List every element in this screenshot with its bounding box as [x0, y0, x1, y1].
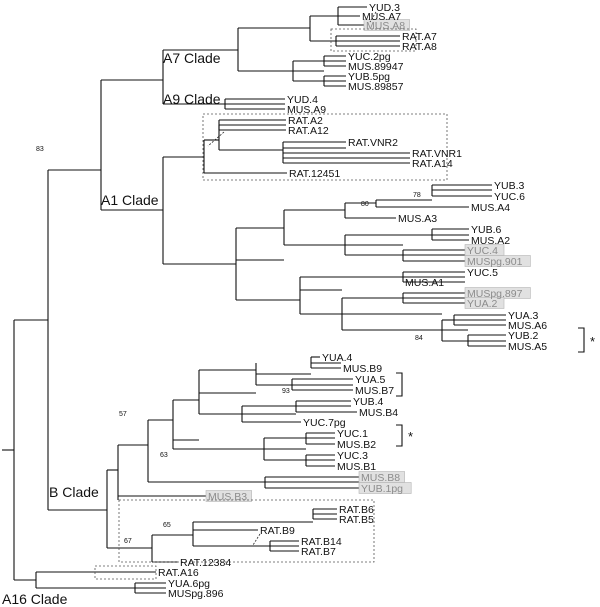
leaf-label: MUS.A1 [405, 277, 444, 289]
leaf-label: RAT.A14 [412, 158, 453, 170]
leaf-label: YUA.4 [322, 352, 353, 364]
leaf-highlight [464, 255, 531, 267]
shaded-highlights [205, 19, 531, 502]
bootstrap-value: 80 [361, 201, 369, 208]
bracket-mus-b2 [396, 424, 403, 447]
arrow-rat-a2 [207, 131, 225, 147]
clade-label-a1: A1 Clade [101, 192, 159, 208]
clade-label-a7: A7 Clade [163, 50, 221, 66]
leaf-label: MUS.B2 [337, 439, 376, 451]
leaf-label: MUSpg.901 [467, 256, 523, 268]
asterisk-marker-2: * [408, 429, 413, 444]
leaf-highlight [363, 19, 410, 31]
leaf-label: RAT.VNR2 [348, 137, 398, 149]
leaf-label: MUS.B8 [361, 472, 400, 484]
leaf-label: YUC.7pg [303, 417, 346, 429]
leaf-label: MUS.A8 [366, 20, 405, 32]
tree-branches [2, 6, 506, 594]
clade-label-b: B Clade [49, 484, 99, 500]
leaf-label: RAT.12451 [289, 168, 340, 180]
leaf-label: YUA.2 [467, 298, 498, 310]
bootstrap-value: 63 [160, 452, 168, 459]
bracket-mus-b7 [396, 372, 403, 397]
leaf-label: RAT.B9 [260, 525, 295, 537]
leaf-label: RAT.A16 [158, 567, 199, 579]
leaf-label: MUS.B4 [359, 407, 398, 419]
bootstrap-value: 83 [36, 146, 44, 153]
leaf-label: YUC.5 [467, 267, 498, 279]
leaf-highlight [358, 482, 412, 494]
leaf-label: RAT.VNR1 [412, 148, 462, 160]
leaf-label: MUS.A3 [398, 213, 437, 225]
leaf-label: RAT.A12 [288, 125, 329, 137]
bootstrap-value: 67 [124, 538, 132, 545]
leaf-label: RAT.12384 [180, 557, 231, 569]
leaf-label: RAT.A2 [288, 115, 323, 127]
asterisk-marker-1: * [590, 334, 595, 349]
leaf-label: MUS.89947 [348, 61, 404, 73]
leaf-label: MUS.B7 [355, 385, 394, 397]
leaf-label: RAT.B6 [339, 504, 374, 516]
leaf-labels: YUD.3MUS.A7MUS.A8RAT.A7RAT.A8YUC.2pgMUS.… [158, 2, 547, 600]
leaf-label: YUC.4 [467, 245, 498, 257]
leaf-label: YUC.3 [337, 450, 368, 462]
bootstrap-value: 57 [119, 411, 127, 418]
bootstrap-value: 93 [282, 388, 290, 395]
leaf-label: YUB.4 [353, 396, 384, 408]
leaf-label: MUS.B3 [208, 491, 247, 503]
leaf-label: MUS.A6 [508, 320, 547, 332]
clade-label-a16: A16 Clade [2, 591, 68, 607]
leaf-label: YUB.6 [471, 224, 502, 236]
bootstrap-value: 78 [413, 192, 421, 199]
bracket-mus-a5 [578, 327, 585, 353]
leaf-label: MUS.A7 [362, 11, 401, 23]
leaf-label: MUS.A2 [471, 235, 510, 247]
arrow-rat-b14 [252, 533, 261, 546]
leaf-label: YUD.3 [369, 2, 400, 14]
rat-a16-box [94, 565, 157, 580]
leaf-label: YUA.3 [508, 310, 539, 322]
leaf-label: YUB.3 [494, 180, 525, 192]
leaf-label: YUB.1pg [361, 483, 403, 495]
clade-label-a9: A9 Clade [163, 91, 221, 107]
leaf-label: RAT.B5 [339, 514, 374, 526]
leaf-label: RAT.A7 [402, 31, 437, 43]
bootstrap-value: 65 [163, 522, 171, 529]
leaf-label: MUS.A4 [471, 202, 510, 214]
leaf-label: MUSpg.896 [168, 588, 224, 600]
leaf-label: YUC.6 [494, 191, 525, 203]
bootstrap-value: 84 [415, 335, 423, 342]
rat-a2-a12-box [202, 113, 448, 181]
leaf-label: YUB.5pg [348, 71, 390, 83]
leaf-label: MUSpg.897 [467, 288, 523, 300]
leaf-highlight [464, 297, 505, 309]
leaf-label: MUS.B1 [337, 461, 376, 473]
arrow-mus-a8 [369, 11, 377, 23]
leaf-label: RAT.B14 [301, 536, 342, 548]
leaf-label: YUA.5 [355, 374, 386, 386]
leaf-label: RAT.A8 [402, 41, 437, 53]
leaf-label: RAT.B7 [301, 546, 336, 558]
leaf-label: YUC.1 [337, 428, 368, 440]
leaf-label: YUD.4 [287, 94, 318, 106]
leaf-label: MUS.89857 [348, 81, 404, 93]
leaf-label: MUS.B9 [343, 363, 382, 375]
rat-a7-a8-box [330, 28, 417, 52]
leaf-label: YUA.6pg [168, 578, 210, 590]
rat-b-clade-box [118, 499, 375, 563]
leaf-label: MUS.A9 [287, 104, 326, 116]
leaf-label: YUB.2 [508, 330, 539, 342]
leaf-label: MUS.A5 [508, 341, 547, 353]
leaf-highlight [205, 490, 252, 502]
leaf-label: YUC.2pg [348, 51, 391, 63]
